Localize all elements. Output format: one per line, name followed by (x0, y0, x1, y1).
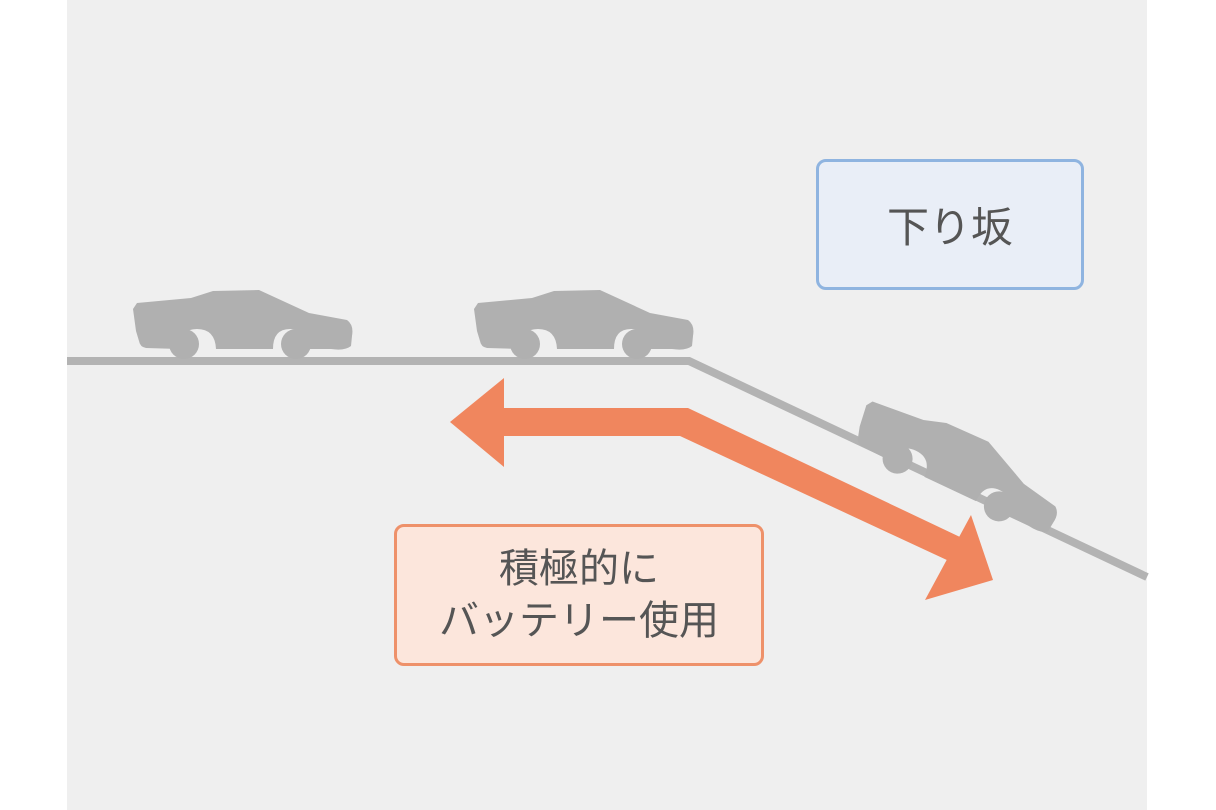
car-icon (133, 290, 353, 359)
arrow-body (500, 408, 960, 561)
car-icon (474, 290, 694, 359)
downhill-label-box: 下り坂 (816, 159, 1084, 290)
battery-usage-label-line1: 積極的に (499, 546, 659, 592)
downhill-label: 下り坂 (886, 203, 1013, 252)
battery-usage-label-line2: バッテリー使用 (439, 598, 719, 644)
battery-usage-label-box: 積極的に バッテリー使用 (394, 524, 764, 666)
arrow-head-left (450, 378, 504, 467)
double-headed-bent-arrow (450, 378, 993, 600)
arrow-head-right (925, 515, 993, 600)
diagram-background (67, 0, 1147, 810)
